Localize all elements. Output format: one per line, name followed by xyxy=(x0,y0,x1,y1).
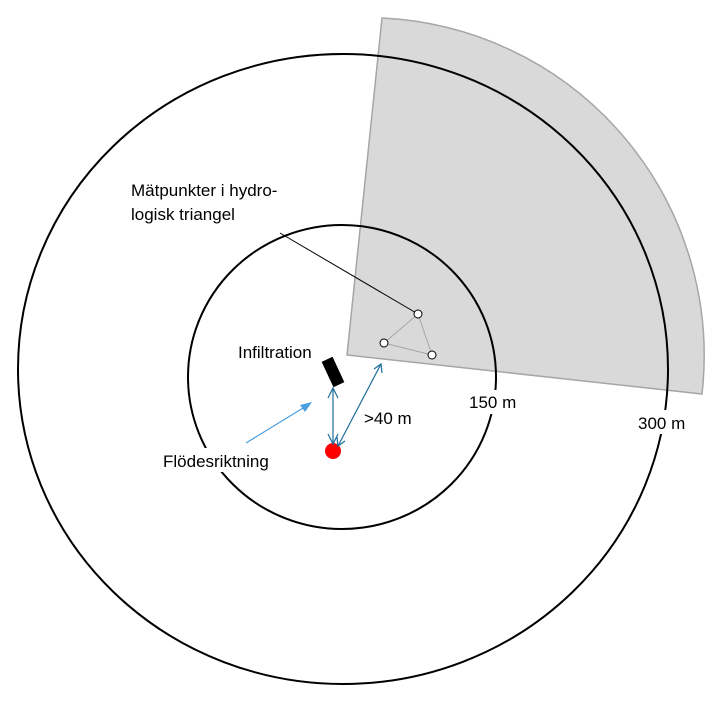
outer-radius-label: 300 m xyxy=(638,414,685,433)
label-bg xyxy=(635,410,697,434)
distance-label: >40 m xyxy=(364,409,412,428)
distance-arrow-vertical xyxy=(327,386,339,446)
measurement-points-label-line2: logisk triangel xyxy=(131,205,235,224)
leader-line xyxy=(279,232,419,315)
measurement-points-label-line1: Mätpunkter i hydro- xyxy=(131,181,277,200)
shaded-sector xyxy=(346,17,705,395)
inner-radius-label: 150 m xyxy=(469,393,516,412)
infiltration-label: Infiltration xyxy=(238,343,312,362)
label-bg xyxy=(466,390,528,414)
well-point xyxy=(325,443,341,459)
measurement-point xyxy=(413,309,423,319)
inner-circle-150m xyxy=(187,224,497,530)
hydrological-triangle xyxy=(382,313,433,356)
flow-direction-label: Flödesriktning xyxy=(163,452,269,471)
outer-circle-300m xyxy=(17,53,669,685)
measurement-point xyxy=(379,338,389,348)
flow-direction-arrow xyxy=(245,402,312,444)
infiltration-block xyxy=(321,356,345,388)
label-bg xyxy=(160,448,288,472)
distance-arrow-diagonal xyxy=(336,362,383,448)
measurement-point xyxy=(427,350,437,360)
